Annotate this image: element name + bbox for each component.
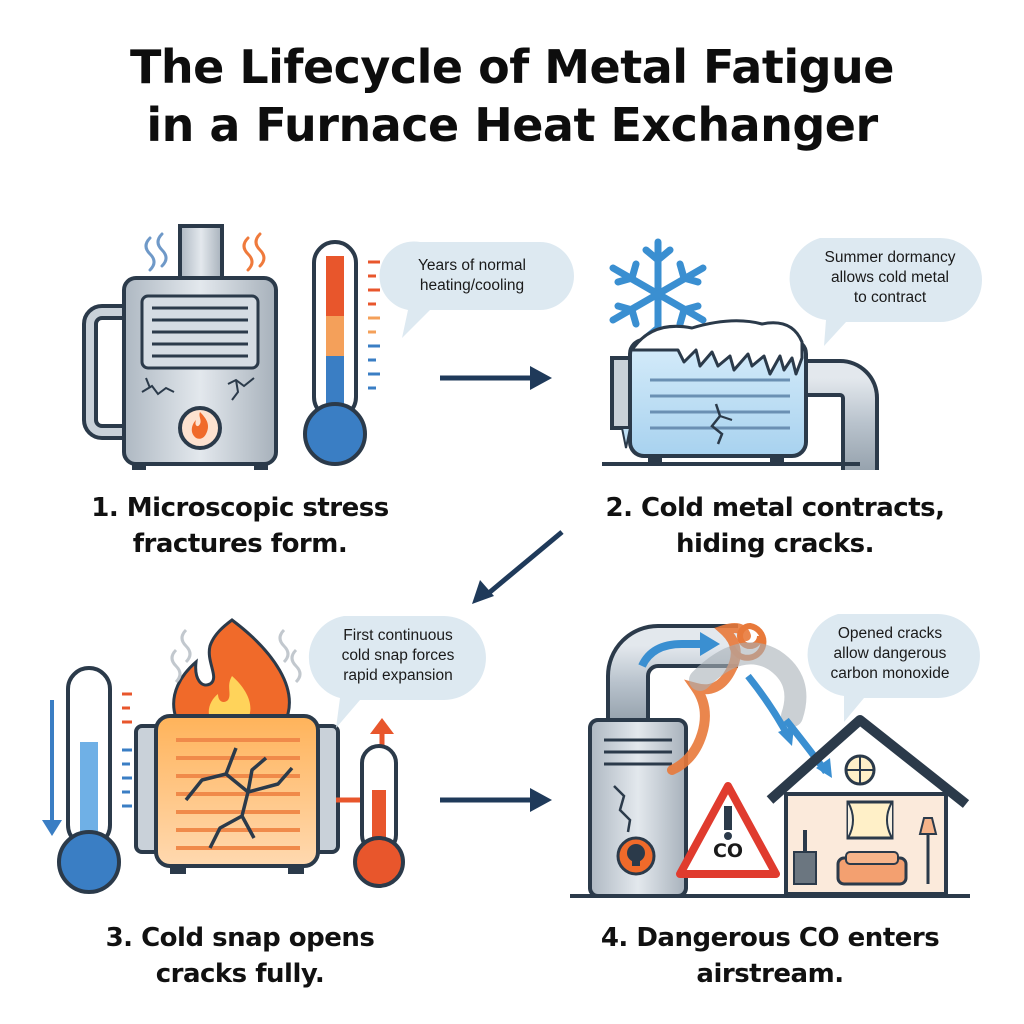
arrow-down-left-icon — [472, 530, 564, 604]
panel-4-co-leak — [588, 622, 832, 898]
thermometer-icon — [303, 240, 380, 466]
panel-3-hot-exchanger — [134, 618, 340, 874]
step-1-caption-line-1: 1. Microscopic stress — [91, 493, 389, 523]
step-2-caption: 2. Cold metal contracts, hiding cracks. — [560, 490, 990, 562]
thermometer-cold-icon — [42, 666, 132, 894]
title-line-2: in a Furnace Heat Exchanger — [146, 98, 878, 152]
step-3-caption-line-2: cracks fully. — [155, 959, 325, 989]
step-4-caption: 4. Dangerous CO enters airstream. — [550, 920, 990, 992]
step-3-caption-line-1: 3. Cold snap opens — [105, 923, 375, 953]
bubble-3-line-2: cold snap forces — [341, 647, 455, 664]
speech-bubble-1 — [379, 241, 574, 338]
bubble-4-line-3: carbon monoxide — [830, 665, 950, 682]
panel-1-furnace — [82, 224, 278, 470]
bubble-text-4: Opened cracks allow dangerous carbon mon… — [800, 624, 980, 684]
speech-bubble-2 — [789, 238, 982, 346]
speech-bubble-3 — [308, 616, 486, 728]
thermometer-hot-icon — [336, 718, 405, 888]
house-icon — [570, 715, 970, 898]
bubble-4-line-2: allow dangerous — [833, 645, 947, 662]
bubble-4-line-1: Opened cracks — [837, 625, 943, 642]
arrow-right-icon — [440, 366, 552, 390]
bubble-text-2: Summer dormancy allows cold metal to con… — [790, 248, 990, 308]
step-1-caption: 1. Microscopic stress fractures form. — [40, 490, 440, 562]
bubble-1-line-2: heating/cooling — [419, 277, 525, 294]
title-line-1: The Lifecycle of Metal Fatigue — [130, 40, 894, 94]
warning-sign-icon — [676, 782, 780, 878]
step-1-caption-line-2: fractures form. — [132, 529, 348, 559]
bubble-text-3: First continuous cold snap forces rapid … — [308, 626, 488, 686]
step-2-caption-line-1: 2. Cold metal contracts, — [605, 493, 945, 523]
step-4-caption-line-1: 4. Dangerous CO enters — [600, 923, 940, 953]
step-2-caption-line-2: hiding cracks. — [676, 529, 874, 559]
panel-2-cold-exchanger — [602, 319, 879, 470]
page-title: The Lifecycle of Metal Fatigue in a Furn… — [0, 38, 1024, 154]
bubble-text-1: Years of normal heating/cooling — [392, 256, 552, 296]
bubble-1-line-1: Years of normal — [418, 257, 526, 274]
bubble-2-line-2: allows cold metal — [830, 269, 950, 286]
bubble-2-line-1: Summer dormancy — [824, 249, 956, 266]
arrow-right-icon — [440, 788, 552, 812]
bubble-3-line-1: First continuous — [343, 627, 453, 644]
warning-sign-label: CO — [712, 840, 744, 862]
step-3-caption: 3. Cold snap opens cracks fully. — [40, 920, 440, 992]
bubble-3-line-3: rapid expansion — [343, 667, 453, 684]
step-4-caption-line-2: airstream. — [696, 959, 844, 989]
bubble-2-line-3: to contract — [853, 289, 927, 306]
speech-bubble-4 — [807, 614, 980, 722]
